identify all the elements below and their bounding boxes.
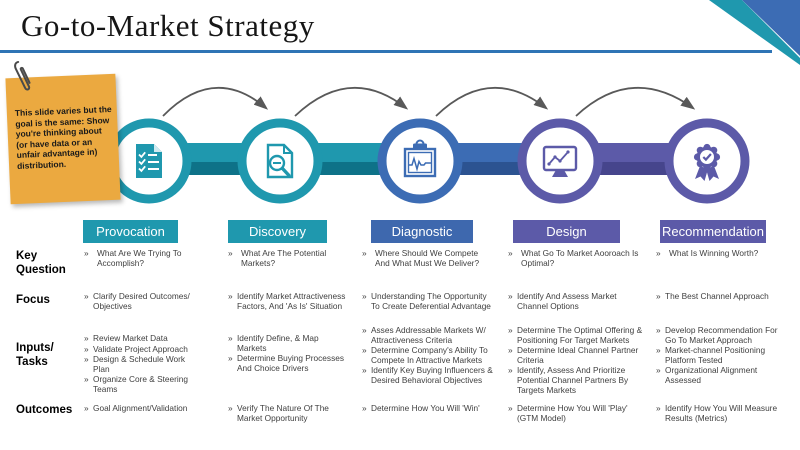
- bullet-item: »Design & Schedule Work Plan: [84, 354, 186, 374]
- bullet-item: »Understanding The Opportunity To Create…: [362, 291, 491, 311]
- clipboard-pulse-icon: [403, 139, 437, 178]
- row-label-key-question: Key Question: [16, 250, 66, 276]
- award-ribbon-icon: [693, 143, 721, 181]
- title-divider: [0, 50, 772, 53]
- bullet-item: »Where Should We Compete And What Must W…: [362, 248, 480, 268]
- flow-arrow-icon: [162, 87, 269, 117]
- column-provocation: »What Are We Trying To Accomplish? »Clar…: [84, 248, 196, 444]
- flow-arrow-icon: [575, 87, 696, 117]
- column-design: »What Go To Market Aooroach Is Optimal? …: [508, 248, 649, 444]
- cell-outcomes: »Verify The Nature Of The Market Opportu…: [228, 403, 349, 424]
- cell-outcomes: »Determine How You Will 'Play' (GTM Mode…: [508, 403, 649, 424]
- checklist-document-icon: [136, 144, 162, 178]
- cell-focus: »Clarify Desired Outcomes/ Objectives: [84, 291, 196, 312]
- bullet-item: »Determine The Optimal Offering & Positi…: [508, 325, 643, 345]
- cell-focus: »Identify Market Attractiveness Factors,…: [228, 291, 349, 312]
- bullet-item: »Verify The Nature Of The Market Opportu…: [228, 403, 329, 423]
- row-label-outcomes: Outcomes: [16, 404, 73, 416]
- bullet-item: »Identify How You Will Measure Results (…: [656, 403, 778, 423]
- bullet-item: »Identify Market Attractiveness Factors,…: [228, 291, 346, 311]
- paperclip-icon: [14, 60, 31, 91]
- cell-inputs-tasks: »Asses Addressable Markets W/ Attractive…: [362, 325, 494, 387]
- bullet-item: »Review Market Data: [84, 333, 168, 343]
- bullet-item: »Organizational Alignment Assessed: [656, 365, 758, 386]
- stage-header-design: Design: [513, 220, 620, 243]
- column-discovery: »What Are The Potential Markets? »Identi…: [228, 248, 349, 444]
- bullet-item: »What Are The Potential Markets?: [228, 248, 327, 268]
- bullet-item: »What Go To Market Aooroach Is Optimal?: [508, 248, 639, 268]
- cell-inputs-tasks: »Develop Recommendation For Go To Market…: [656, 325, 790, 387]
- flow-arrow-icon: [435, 87, 549, 117]
- corner-decoration: [709, 0, 800, 65]
- bullet-item: »Determine How You Will 'Win': [362, 403, 480, 413]
- corner-stripe: [709, 0, 800, 65]
- cell-inputs-tasks: »Identify Define, & Map Markets»Determin…: [228, 333, 349, 374]
- cell-outcomes: »Goal Alignment/Validation: [84, 403, 196, 415]
- bullet-item: »Goal Alignment/Validation: [84, 403, 188, 413]
- bullet-item: »Validate Project Approach: [84, 343, 188, 354]
- bullet-item: »Determine Ideal Channel Partner Criteri…: [508, 345, 639, 365]
- sticky-note-text: This slide varies but the goal is the sa…: [14, 103, 112, 171]
- bullet-item: »Asses Addressable Markets W/ Attractive…: [362, 325, 486, 345]
- document-search-icon: [266, 143, 294, 179]
- monitor-chart-icon: [542, 145, 578, 177]
- cell-inputs-tasks: »Determine The Optimal Offering & Positi…: [508, 325, 649, 396]
- bullet-item: »The Best Channel Approach: [656, 291, 769, 301]
- stage-header-diagnostic: Diagnostic: [371, 220, 473, 243]
- page-title: Go-to-Market Strategy: [21, 8, 315, 43]
- column-recommendation: »What Is Winning Worth? »The Best Channe…: [656, 248, 790, 444]
- bullet-item: »Determine How You Will 'Play' (GTM Mode…: [508, 403, 628, 423]
- cell-inputs-tasks: »Review Market Data»Validate Project App…: [84, 333, 196, 396]
- cell-key-question: »What Is Winning Worth?: [656, 248, 790, 260]
- cell-key-question: »What Go To Market Aooroach Is Optimal?: [508, 248, 649, 269]
- bullet-item: »Identify Define, & Map Markets: [228, 333, 319, 353]
- bullet-item: »Identify And Assess Market Channel Opti…: [508, 291, 617, 311]
- bullet-item: »What Are We Trying To Accomplish?: [84, 248, 182, 268]
- stage-header-provocation: Provocation: [83, 220, 178, 243]
- cell-key-question: »What Are The Potential Markets?: [228, 248, 349, 269]
- flow-arrows: [162, 87, 696, 117]
- column-diagnostic: »Where Should We Compete And What Must W…: [362, 248, 494, 444]
- stage-header-recommendation: Recommendation: [660, 220, 766, 243]
- process-flow: [106, 87, 750, 204]
- bullet-item: »Develop Recommendation For Go To Market…: [656, 325, 778, 345]
- flow-arrow-icon: [294, 87, 409, 117]
- cell-focus: »Identify And Assess Market Channel Opti…: [508, 291, 649, 312]
- bullet-item: »Determine Buying Processes And Choice D…: [228, 353, 344, 373]
- bullet-item: »Clarify Desired Outcomes/ Objectives: [84, 291, 190, 311]
- corner-triangle: [742, 0, 800, 56]
- cell-key-question: »Where Should We Compete And What Must W…: [362, 248, 494, 269]
- row-label-focus: Focus: [16, 294, 50, 306]
- stage-header-discovery: Discovery: [228, 220, 327, 243]
- cell-focus: »Understanding The Opportunity To Create…: [362, 291, 494, 312]
- bullet-item: »Organize Core & Steering Teams: [84, 374, 189, 395]
- bullet-item: »What Is Winning Worth?: [656, 248, 759, 258]
- cell-key-question: »What Are We Trying To Accomplish?: [84, 248, 196, 269]
- cell-outcomes: »Determine How You Will 'Win': [362, 403, 494, 415]
- bullet-item: »Determine Company's Ability To Compete …: [362, 345, 488, 365]
- cell-focus: »The Best Channel Approach: [656, 291, 790, 303]
- row-label-inputs-tasks: Inputs/ Tasks: [16, 342, 54, 368]
- bullet-item: »Market-channel Positioning Platform Tes…: [656, 345, 766, 365]
- bullet-item: »Identify, Assess And Prioritize Potenti…: [508, 365, 629, 395]
- cell-outcomes: »Identify How You Will Measure Results (…: [656, 403, 790, 424]
- bullet-item: »Identify Key Buying Influencers & Desir…: [362, 365, 493, 386]
